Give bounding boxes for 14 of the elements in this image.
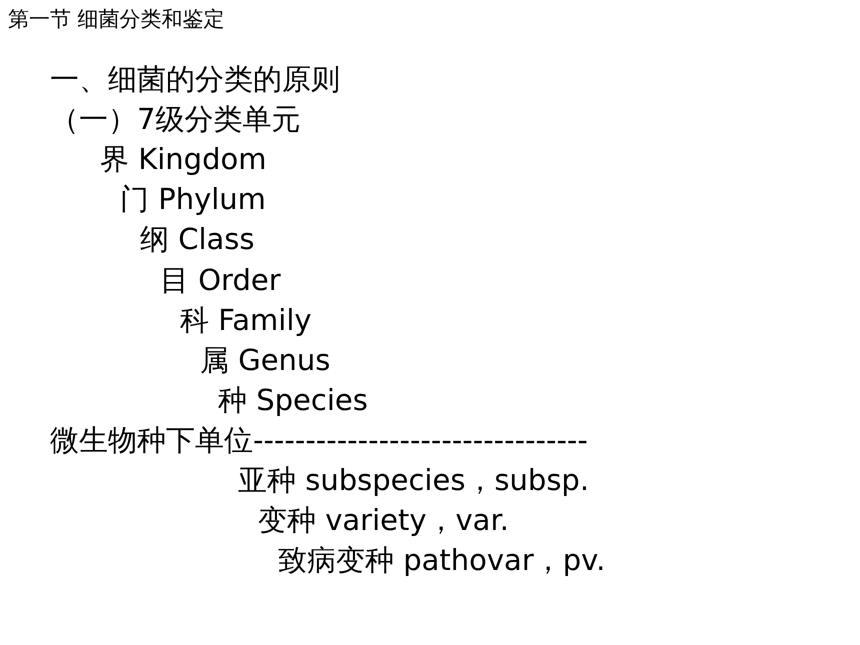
slide-title: 第一节 细菌分类和鉴定 bbox=[8, 9, 225, 30]
taxonomy-rank-text: 属 Genus bbox=[200, 346, 330, 375]
taxonomy-rank-text: 致病变种 pathovar，pv. bbox=[278, 546, 606, 576]
taxonomy-rank-text: 科 Family bbox=[180, 306, 312, 335]
taxonomy-rank-text: 变种 variety，var. bbox=[258, 506, 509, 536]
taxonomy-rank-text: 纲 Class bbox=[140, 225, 255, 254]
taxonomy-rank-text: 微生物种下单位-------------------------------- bbox=[50, 426, 588, 455]
taxonomy-rank-text: 种 Species bbox=[218, 386, 368, 415]
taxonomy-rank-text: 亚种 subspecies，subsp. bbox=[238, 466, 590, 495]
taxonomy-rank-text: 界 Kingdom bbox=[100, 145, 266, 174]
taxonomy-rank-text: 门 Phylum bbox=[120, 185, 266, 214]
taxonomy-rank-text: 目 Order bbox=[160, 266, 281, 294]
section-heading: 一、细菌的分类的原则 bbox=[50, 65, 340, 94]
subsection-heading: （一）7级分类单元 bbox=[50, 105, 300, 134]
